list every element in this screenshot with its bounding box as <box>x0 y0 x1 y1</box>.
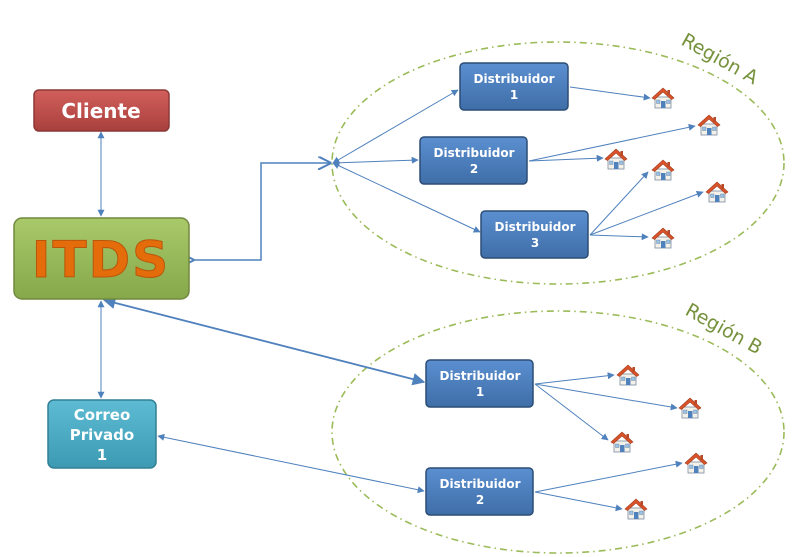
region-a-boundary <box>331 41 785 285</box>
distribuidor-number: 1 <box>510 88 518 102</box>
connector-itds-region-a <box>193 163 330 260</box>
region-b-distribuidor-1: Distribuidor 1 <box>425 359 534 408</box>
region-a-label: Región A <box>678 29 762 89</box>
houses <box>604 87 729 520</box>
house-icon <box>678 397 702 419</box>
house-icon <box>624 498 648 520</box>
house-icon <box>616 364 640 386</box>
region-a-distribuidor-3: Distribuidor 3 <box>480 210 589 259</box>
connectors <box>97 86 704 512</box>
region-a-distribuidor-2: Distribuidor 2 <box>419 136 528 185</box>
connector-itds-region-b <box>102 296 426 386</box>
cliente-node: Cliente <box>33 89 170 132</box>
correo-privado-node: Correo Privado 1 <box>47 399 157 469</box>
house-icon <box>705 181 729 203</box>
house-icon <box>684 452 708 474</box>
house-icon <box>651 87 675 109</box>
region-a-distribuidor-1: Distribuidor 1 <box>459 62 569 111</box>
distribuidor-number: 1 <box>476 385 484 399</box>
region-b-boundary <box>331 310 785 554</box>
house-icon <box>651 227 675 249</box>
connector-correo-region-b <box>157 433 425 494</box>
cliente-label: Cliente <box>61 99 140 123</box>
correo-line2: Privado <box>70 426 134 444</box>
distribuidor-number: 3 <box>531 236 539 250</box>
distribuidor-label: Distribuidor <box>474 72 555 86</box>
distribuidor-label: Distribuidor <box>440 369 521 383</box>
house-icon <box>651 159 675 181</box>
house-icon <box>610 431 634 453</box>
house-icon <box>604 148 628 170</box>
correo-line3: 1 <box>97 446 107 464</box>
distribuidor-label: Distribuidor <box>495 220 576 234</box>
distribuidor-number: 2 <box>476 493 484 507</box>
itds-label: ITDS <box>32 231 170 289</box>
region-b-distribuidor-2: Distribuidor 2 <box>425 467 534 516</box>
house-icon <box>697 114 721 136</box>
distribuidor-label: Distribuidor <box>434 146 515 160</box>
distribuidor-number: 2 <box>470 162 478 176</box>
itds-node: ITDS <box>13 217 190 300</box>
correo-line1: Correo <box>74 406 131 424</box>
distribuidor-label: Distribuidor <box>440 477 521 491</box>
